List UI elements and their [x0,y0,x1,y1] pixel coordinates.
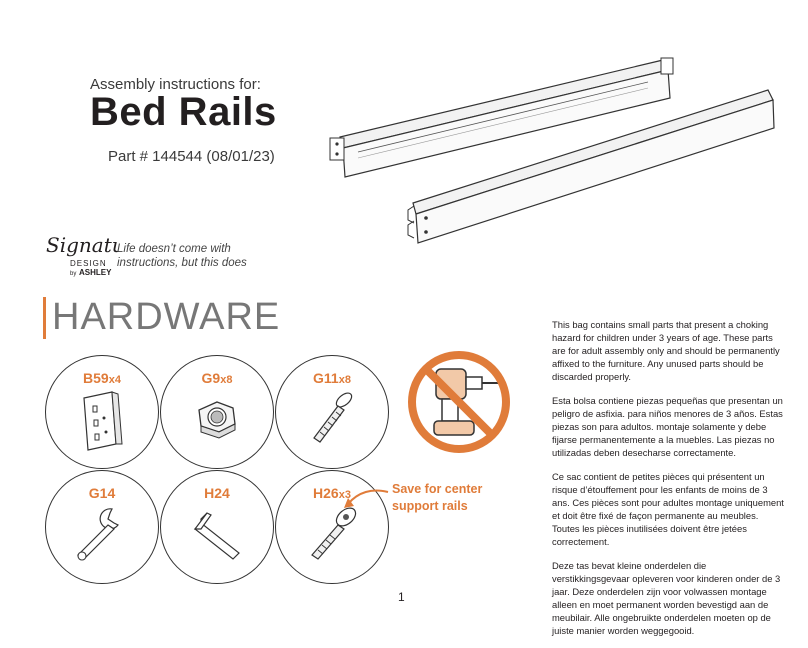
allen-key-icon [193,512,240,560]
hardware-item-g14: G14 [45,470,159,584]
header-subtitle: Assembly instructions for: [90,76,261,93]
hardware-item-g11: G11x8 [275,355,389,469]
wrench-icon [77,508,119,561]
hardware-item-g9: G9x8 [160,355,274,469]
connector-bolt-icon [311,507,357,560]
warning-french: Ce sac contient de petites pièces qui pr… [552,471,784,547]
svg-text:ASHLEY: ASHLEY [79,268,112,277]
section-accent-bar [43,297,46,339]
hardware-item-h24: H24 [160,470,274,584]
page-title: Bed Rails [90,90,277,134]
warning-dutch: Deze tas bevat kleine onderdelen die ver… [552,560,781,636]
bed-rails-illustration [329,57,775,244]
warning-spanish: Esta bolsa contiene piezas pequeñas que … [552,395,783,458]
section-title: HARDWARE [52,296,281,338]
hardware-label: H26x3 [313,485,351,501]
signature-design-logo: Signature DESIGN by ASHLEY [46,233,118,277]
no-power-tools-icon [408,351,510,453]
hardware-item-b59: B59x4 [45,355,159,469]
nut-icon [198,401,236,439]
warning-english: This bag contains small parts that prese… [552,319,780,382]
part-number: Part # 144544 (08/01/23) [108,148,275,165]
bracket-icon [83,391,123,451]
tagline: Life doesn’t come with instructions, but… [117,243,247,269]
hardware-item-h26: H26x3 [275,470,389,584]
arrow-icon [344,489,389,508]
warning-text-block: This bag contains small parts that prese… [552,318,784,648]
svg-text:by: by [70,271,76,277]
save-note: Save for center support rails [392,482,483,513]
page-number: 1 [398,590,405,604]
hardware-label: G14 [88,485,116,501]
hardware-label: G9x8 [201,370,233,386]
svg-text:DESIGN: DESIGN [70,259,107,268]
hardware-label: B59x4 [83,370,121,386]
svg-text:Signature: Signature [46,233,118,257]
hardware-label: G11x8 [313,370,351,386]
hardware-label: H24 [204,485,230,501]
bolt-icon [313,392,353,443]
